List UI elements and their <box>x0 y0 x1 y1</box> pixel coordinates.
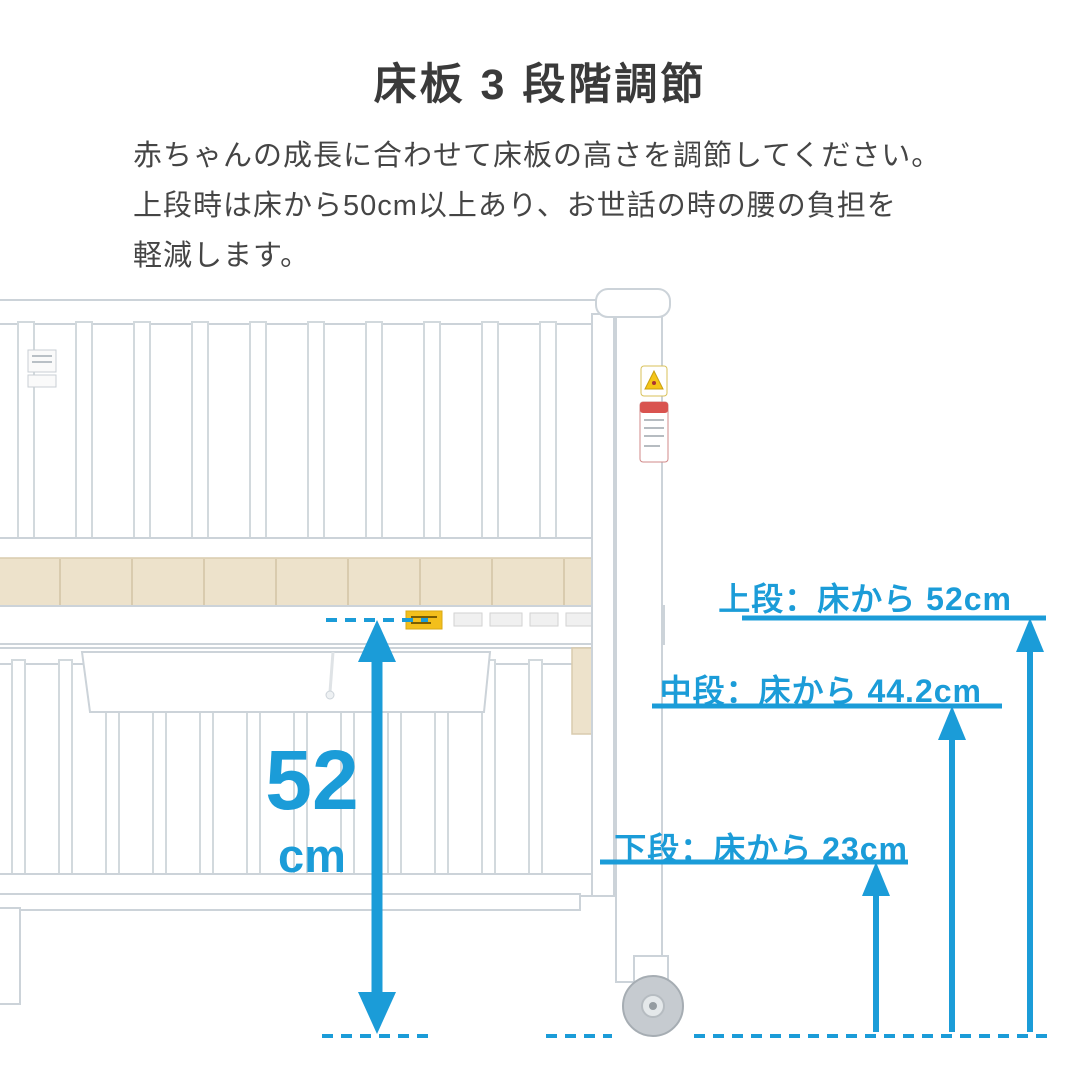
crib-floor-board-wood <box>0 557 609 609</box>
crib-upper-slats <box>17 321 557 549</box>
crib-lower-slats <box>11 659 543 883</box>
lower-level-label: 下段：床から 23cm <box>614 831 908 867</box>
warning-sticker <box>639 365 669 463</box>
height-unit: cm <box>278 829 346 882</box>
description-line: 上段時は床から50cm以上あり、お世話の時の腰の負担を <box>133 190 897 222</box>
crib-left-leg <box>0 907 21 1005</box>
care-label-marks <box>405 610 599 630</box>
middle-level-label: 中段：床から 44.2cm <box>659 673 982 709</box>
upper-level-label: 上段：床から 52cm <box>718 581 1012 617</box>
crib-base-rail <box>0 893 581 911</box>
description-line: 軽減します。 <box>133 240 311 272</box>
caster-wheel <box>622 955 684 1037</box>
height-52cm-double-arrow <box>358 620 396 1034</box>
height-value-callout: 52 cm <box>245 738 379 879</box>
height-value: 52 <box>265 733 359 827</box>
middle-measure-arrow <box>938 706 966 1032</box>
description-line: 赤ちゃんの成長に合わせて床板の高さを調節してください。 <box>133 140 942 172</box>
crib-lower-board-panel <box>80 651 492 713</box>
small-label-sticker <box>27 349 57 388</box>
description-text: 赤ちゃんの成長に合わせて床板の高さを調節してください。 上段時は床から50cm以… <box>133 131 941 281</box>
page-title: 床板 3 段階調節 <box>373 61 707 109</box>
upper-measure-arrow <box>1016 618 1044 1032</box>
lower-measure-arrow <box>862 862 890 1032</box>
